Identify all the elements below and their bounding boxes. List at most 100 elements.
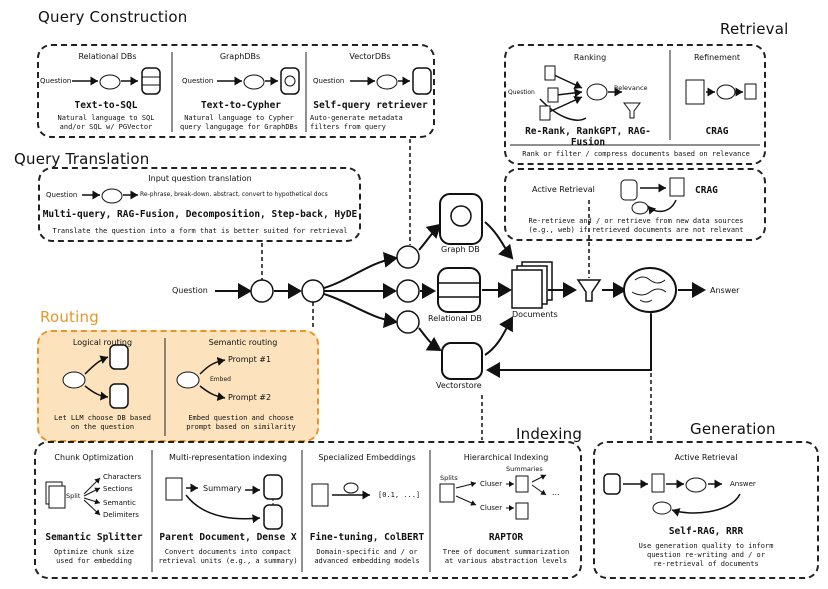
indexing-box <box>34 441 582 579</box>
multi-header: Multi-representation indexing <box>169 453 287 462</box>
flow-relational-db: Relational DB <box>428 314 482 323</box>
flow-question: Question <box>172 286 208 295</box>
qc-graph-desc1: Natural language to Cypher <box>184 114 294 122</box>
qc-vector-name: Self-query retriever <box>313 100 428 111</box>
active-retrieval-header: Active Retrieval <box>532 185 595 194</box>
flow-documents: Documents <box>512 310 558 319</box>
routing-title: Routing <box>40 308 99 326</box>
generation-desc1: Use generation quality to inform <box>638 542 774 550</box>
multi-desc2: retrieval units (e.g., a summary) <box>158 557 298 565</box>
generation-desc3: re-retrieval of documents <box>653 560 759 568</box>
chunk-item-0: Characters <box>103 473 142 481</box>
generation-answer: Answer <box>730 480 756 488</box>
routing-embed: Embed <box>210 376 231 383</box>
embed-vector: [0.1, ...] <box>378 491 421 499</box>
qc-graph-input: Question <box>182 77 214 85</box>
embed-header: Specialized Embeddings <box>318 453 416 462</box>
hier-header: Hierarchical Indexing <box>463 453 549 462</box>
qc-relational-desc1: Natural language to SQL <box>57 114 155 122</box>
qc-vector-desc2: filters from query <box>310 123 386 131</box>
hier-splits: Splits <box>440 474 458 482</box>
hier-dots: ... <box>552 488 560 497</box>
hier-summaries: Summaries <box>506 465 543 473</box>
multi-desc1: Convert documents into compact <box>164 548 292 556</box>
retrieval-desc: Rank or filter / compress documents base… <box>522 150 750 158</box>
qc-graph-name: Text-to-Cypher <box>200 100 282 111</box>
embed-desc2: advanced embedding models <box>314 557 420 565</box>
qc-vector-icons <box>350 67 432 95</box>
qt-desc: Translate the question into a form that … <box>52 227 348 235</box>
llm-brain-icon <box>623 267 677 313</box>
ranking-methods: Re-Rank, RankGPT, RAG-Fusion <box>525 126 651 148</box>
qt-flow: Re-phrase, break-down, abstract, convert… <box>140 191 328 198</box>
chunk-header: Chunk Optimization <box>54 453 134 462</box>
ranking-relevance: Relevance <box>614 84 648 92</box>
ranking-header: Ranking <box>573 53 607 62</box>
qc-vector-header: VectorDBs <box>349 52 391 61</box>
retrieval-active-box <box>504 168 766 241</box>
chunk-name: Semantic Splitter <box>45 532 143 543</box>
routing-logical-desc1: Let LLM choose DB based <box>54 414 151 422</box>
generation-header: Active Retrieval <box>674 453 738 462</box>
query-translation-title: Query Translation <box>14 150 150 168</box>
qc-vector-desc1: Auto-generate metadata <box>310 114 403 122</box>
refinement-method: CRAG <box>705 126 729 137</box>
retrieval-title: Retrieval <box>720 20 789 38</box>
multi-name: Parent Document, Dense X <box>159 532 297 543</box>
routing-semantic-desc2: prompt based on similarity <box>186 423 296 431</box>
routing-semantic-desc1: Embed question and choose <box>188 414 294 422</box>
query-translation-box <box>38 167 361 242</box>
chunk-desc2: used for embedding <box>56 557 132 565</box>
qc-graph-icons <box>217 67 300 95</box>
routing-logical-header: Logical routing <box>72 338 133 347</box>
qc-relational-icons <box>72 67 161 95</box>
generation-methods: Self-RAG, RRR <box>668 526 744 537</box>
chunk-split: Split <box>66 492 81 500</box>
hier-desc1: Tree of document summarization <box>442 548 570 556</box>
routing-prompt1: Prompt #1 <box>228 355 272 364</box>
graph-db-icon <box>439 193 483 245</box>
routing-logical-desc2: on the question <box>70 423 135 431</box>
qt-header: Input question translation <box>148 174 252 183</box>
qc-graph-header: GraphDBs <box>219 52 261 61</box>
query-construction-title: Query Construction <box>38 8 188 26</box>
ranking-input: Question <box>508 89 535 96</box>
generation-title: Generation <box>690 420 776 438</box>
qt-methods: Multi-query, RAG-Fusion, Decomposition, … <box>42 209 358 220</box>
qc-relational-name: Text-to-SQL <box>74 100 138 111</box>
hier-cluster1: Cluser <box>480 480 503 488</box>
flow-graph-db: Graph DB <box>441 245 480 254</box>
active-retrieval-desc1: Re-retrieve and / or retrieve from new d… <box>528 217 744 225</box>
vectorstore-icon <box>441 342 483 380</box>
multi-summary: Summary <box>203 484 242 493</box>
active-retrieval-method: CRAG <box>695 185 718 196</box>
qc-graph-desc2: query langugage for GraphDBs <box>179 123 298 131</box>
query-construction-box <box>37 44 435 138</box>
flow-answer: Answer <box>710 286 740 295</box>
generation-desc2: question re-writing and / or <box>646 551 765 559</box>
routing-prompt2: Prompt #2 <box>228 393 272 402</box>
qc-relational-input: Question <box>40 77 72 85</box>
qc-relational-desc2: and/or SQL w/ PGVector <box>59 123 153 131</box>
embed-name: Fine-tuning, ColBERT <box>309 532 425 543</box>
hier-name: RAPTOR <box>488 532 524 543</box>
refinement-header: Refinement <box>693 53 741 62</box>
embed-desc1: Domain-specific and / or <box>316 548 418 556</box>
active-retrieval-desc2: (e.g., web) if retrieved documents are n… <box>528 226 744 234</box>
chunk-desc1: Optimize chunk size <box>53 548 135 556</box>
qc-relational-header: Relational DBs <box>78 52 137 61</box>
hier-cluster2: Cluser <box>480 504 503 512</box>
hier-desc2: at various abstraction levels <box>444 557 568 565</box>
retrieval-ranking-box <box>504 44 766 165</box>
documents-icon <box>511 261 553 309</box>
indexing-title: Indexing <box>516 425 583 443</box>
chunk-item-1: Sections <box>103 485 133 493</box>
generation-box <box>593 441 819 579</box>
flow-vectorstore: Vectorstore <box>436 381 482 390</box>
routing-semantic-header: Semantic routing <box>208 338 278 347</box>
qc-vector-input: Question <box>313 77 345 85</box>
qt-input: Question <box>46 191 78 199</box>
chunk-item-3: Delimiters <box>103 511 139 519</box>
chunk-item-2: Semantic <box>103 499 136 507</box>
